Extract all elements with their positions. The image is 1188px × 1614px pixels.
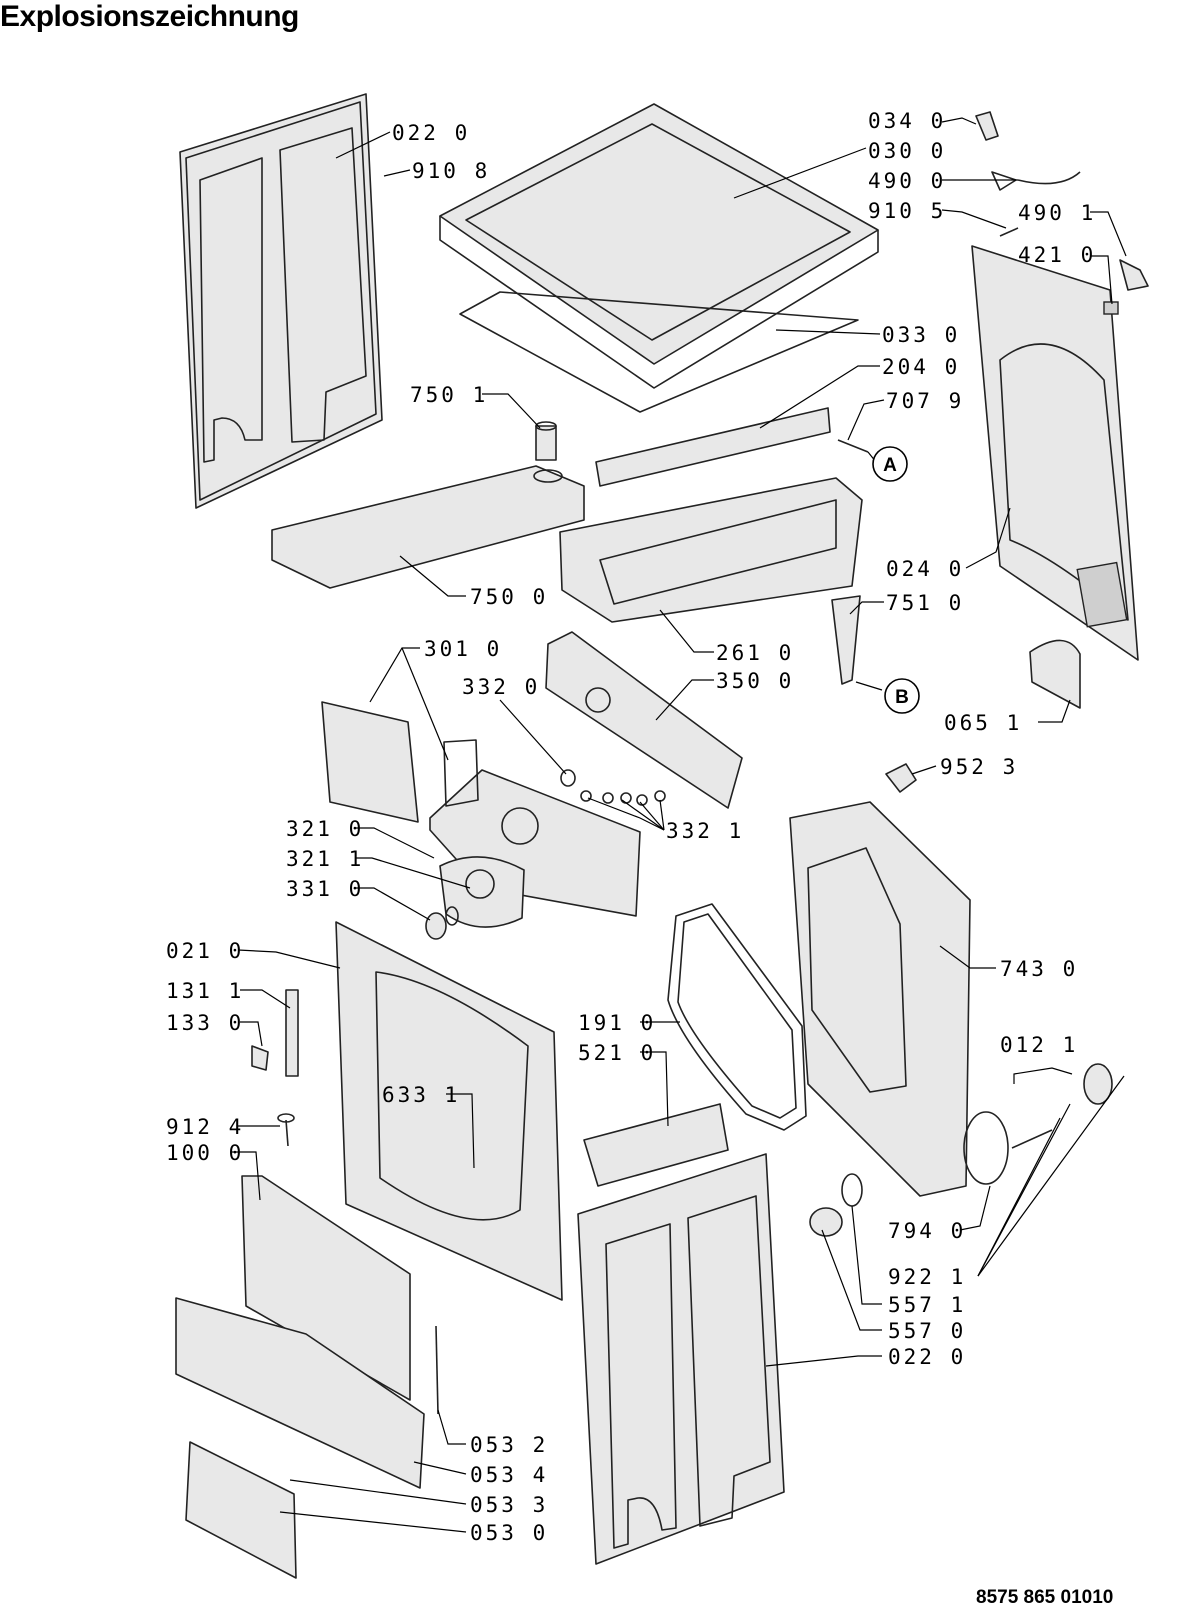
knob-row (560, 769, 666, 806)
callout-557-1: 557 1 (888, 1293, 966, 1317)
hose-piece (837, 439, 869, 453)
callout-332-1: 332 1 (666, 819, 744, 843)
callout-751-0: 751 0 (886, 591, 964, 615)
callout-030-0: 030 0 (868, 139, 946, 163)
callout-750-1: 750 1 (410, 383, 488, 407)
program-knob-plate (439, 856, 525, 928)
reference-marker-a-label: A (883, 455, 897, 476)
callout-910-5: 910 5 (868, 199, 946, 223)
callout-331-0: 331 0 (286, 877, 364, 901)
knob-ring (425, 906, 459, 940)
plug-fitting (885, 763, 917, 793)
callout-707-9: 707 9 (886, 389, 964, 413)
callout-521-0: 521 0 (578, 1041, 656, 1065)
document-number: 8575 865 01010 (976, 1587, 1114, 1608)
callout-332-0: 332 0 (462, 675, 540, 699)
callout-910-8: 910 8 (412, 159, 490, 183)
callout-261-0: 261 0 (716, 641, 794, 665)
callout-labels: 022 0 910 8 034 0 030 0 490 0 910 5 490 … (166, 109, 1096, 1545)
callout-133-0: 133 0 (166, 1011, 244, 1035)
control-board (545, 631, 743, 809)
water-container (271, 465, 585, 589)
callout-922-1: 922 1 (888, 1265, 966, 1289)
seal-strip (595, 407, 831, 487)
screw (277, 1113, 295, 1147)
callout-033-0: 033 0 (882, 323, 960, 347)
callout-490-1: 490 1 (1018, 201, 1096, 225)
reference-marker-b-label: B (895, 687, 909, 708)
callout-204-0: 204 0 (882, 355, 960, 379)
container-frame (559, 477, 863, 623)
callout-053-0: 053 0 (470, 1521, 548, 1545)
callout-794-0: 794 0 (888, 1219, 966, 1243)
small-parts-top (975, 111, 1149, 315)
callout-191-0: 191 0 (578, 1011, 656, 1035)
side-panel-left (179, 93, 383, 509)
top-plate (459, 291, 859, 413)
callout-053-4: 053 4 (470, 1463, 548, 1487)
callout-750-0: 750 0 (470, 585, 548, 609)
reference-marker-a: A (872, 446, 908, 482)
drain-cap (535, 421, 557, 461)
drawer-handle (321, 701, 419, 823)
callout-490-0: 490 0 (868, 169, 946, 193)
duct-piece (831, 595, 861, 685)
top-cover (439, 103, 879, 389)
door-hinge (251, 989, 299, 1077)
door (241, 1175, 411, 1401)
callout-131-1: 131 1 (166, 979, 244, 1003)
front-panel (335, 921, 563, 1301)
callout-557-0: 557 0 (888, 1319, 966, 1343)
callout-350-0: 350 0 (716, 669, 794, 693)
callout-012-1: 012 1 (1000, 1033, 1078, 1057)
callout-421-0: 421 0 (1018, 243, 1096, 267)
callout-321-1: 321 1 (286, 847, 364, 871)
callout-053-3: 053 3 (470, 1493, 548, 1517)
electronic-module (583, 1103, 729, 1187)
callout-034-0: 034 0 (868, 109, 946, 133)
cover-plate (1029, 639, 1081, 709)
callout-301-0: 301 0 (424, 637, 502, 661)
leader-lines (232, 117, 1127, 1533)
callout-952-3: 952 3 (940, 755, 1018, 779)
callout-065-1: 065 1 (944, 711, 1022, 735)
roller-assembly (1011, 1063, 1113, 1149)
callout-021-0: 021 0 (166, 939, 244, 963)
callout-633-1: 633 1 (382, 1083, 460, 1107)
callout-321-0: 321 0 (286, 817, 364, 841)
rear-panel (971, 245, 1139, 661)
front-bearing-shield (789, 801, 971, 1197)
callout-053-2: 053 2 (470, 1433, 548, 1457)
door-seal (667, 903, 807, 1131)
callout-100-0: 100 0 (166, 1141, 244, 1165)
callout-912-4: 912 4 (166, 1115, 244, 1139)
plinth-assembly (175, 1297, 439, 1579)
side-panel-right (577, 1153, 785, 1565)
callout-024-0: 024 0 (886, 557, 964, 581)
page-title: Explosionszeichnung (0, 0, 299, 33)
reference-marker-b: B (884, 678, 920, 714)
callout-743-0: 743 0 (1000, 957, 1078, 981)
belt-ring (963, 1111, 1009, 1185)
callout-022-0-top: 022 0 (392, 121, 470, 145)
callout-022-0-bottom: 022 0 (888, 1345, 966, 1369)
